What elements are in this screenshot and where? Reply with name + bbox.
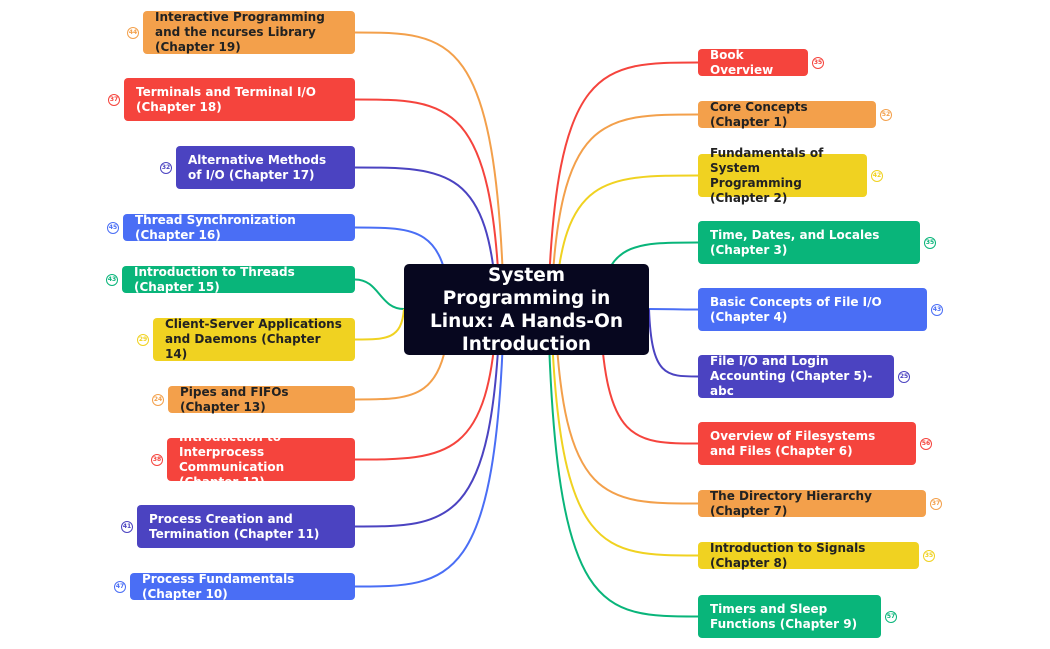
count-badge[interactable]: 24 bbox=[152, 393, 164, 406]
right-topic-node[interactable]: File I/O and Login Accounting (Chapter 5… bbox=[698, 354, 894, 398]
right-topic-node[interactable]: Basic Concepts of File I/O (Chapter 4) bbox=[698, 288, 927, 331]
count-badge[interactable]: 41 bbox=[121, 520, 133, 533]
connector-line bbox=[648, 308, 699, 378]
topic-label: Terminals and Terminal I/O (Chapter 18) bbox=[136, 84, 316, 114]
central-topic[interactable]: System Programming in Linux: A Hands-On … bbox=[404, 264, 649, 355]
count-badge[interactable]: 57 bbox=[885, 610, 897, 623]
topic-label: File I/O and Login Accounting (Chapter 5… bbox=[710, 354, 873, 398]
count-badge[interactable]: 43 bbox=[106, 273, 118, 286]
topic-label: Overview of Filesystems and Files (Chapt… bbox=[710, 428, 876, 458]
right-topic-node[interactable]: Time, Dates, and Locales (Chapter 3) bbox=[698, 221, 920, 264]
topic-label: Process Creation and Termination (Chapte… bbox=[149, 511, 320, 541]
left-topic-node[interactable]: Process Fundamentals (Chapter 10) bbox=[130, 571, 355, 601]
topic-label: Interactive Programming and the ncurses … bbox=[155, 10, 325, 54]
count-badge[interactable]: 25 bbox=[898, 370, 910, 383]
count-badge[interactable]: 29 bbox=[137, 333, 149, 346]
right-topic-node[interactable]: Fundamentals of System Programming (Chap… bbox=[698, 146, 867, 205]
left-topic-node[interactable]: Interactive Programming and the ncurses … bbox=[143, 10, 355, 54]
topic-label: Thread Synchronization (Chapter 16) bbox=[135, 212, 296, 242]
count-badge[interactable]: 52 bbox=[880, 108, 892, 121]
count-badge[interactable]: 35 bbox=[924, 236, 936, 249]
count-badge[interactable]: 35 bbox=[812, 56, 824, 69]
topic-label: Pipes and FIFOs (Chapter 13) bbox=[180, 384, 289, 414]
left-topic-node[interactable]: Introduction to Interprocess Communicati… bbox=[167, 430, 355, 489]
right-topic-node[interactable]: Book Overview bbox=[698, 47, 808, 77]
connector-line bbox=[354, 278, 405, 310]
left-topic-node[interactable]: Process Creation and Termination (Chapte… bbox=[137, 505, 355, 548]
topic-label: Timers and Sleep Functions (Chapter 9) bbox=[710, 601, 858, 631]
count-badge[interactable]: 42 bbox=[871, 169, 883, 182]
topic-label: Fundamentals of System Programming (Chap… bbox=[710, 145, 824, 205]
topic-label: Introduction to Threads (Chapter 15) bbox=[134, 264, 295, 294]
count-badge[interactable]: 38 bbox=[151, 453, 163, 466]
topic-label: Basic Concepts of File I/O (Chapter 4) bbox=[710, 294, 882, 324]
count-badge[interactable]: 43 bbox=[931, 303, 943, 316]
topic-label: Alternative Methods of I/O (Chapter 17) bbox=[188, 152, 327, 182]
count-badge[interactable]: 35 bbox=[923, 549, 935, 562]
right-topic-node[interactable]: Overview of Filesystems and Files (Chapt… bbox=[698, 422, 916, 465]
left-topic-node[interactable]: Pipes and FIFOs (Chapter 13) bbox=[168, 384, 355, 414]
right-topic-node[interactable]: Introduction to Signals (Chapter 8) bbox=[698, 540, 919, 570]
left-topic-node[interactable]: Client-Server Applications and Daemons (… bbox=[153, 317, 355, 361]
right-topic-node[interactable]: Core Concepts (Chapter 1) bbox=[698, 99, 876, 129]
count-badge[interactable]: 45 bbox=[107, 221, 119, 234]
left-topic-node[interactable]: Alternative Methods of I/O (Chapter 17) bbox=[176, 146, 355, 189]
count-badge[interactable]: 47 bbox=[114, 580, 126, 593]
topic-label: Core Concepts (Chapter 1) bbox=[710, 99, 808, 129]
count-badge[interactable]: 37 bbox=[930, 497, 942, 510]
topic-label: Book Overview bbox=[710, 47, 774, 77]
topic-label: Time, Dates, and Locales (Chapter 3) bbox=[710, 227, 880, 257]
topic-label: Process Fundamentals (Chapter 10) bbox=[142, 571, 295, 601]
right-topic-node[interactable]: Timers and Sleep Functions (Chapter 9) bbox=[698, 595, 881, 638]
connector-line bbox=[354, 308, 405, 341]
count-badge[interactable]: 44 bbox=[127, 26, 139, 39]
count-badge[interactable]: 56 bbox=[920, 437, 932, 450]
right-topic-node[interactable]: The Directory Hierarchy (Chapter 7) bbox=[698, 488, 926, 518]
topic-label: Introduction to Signals (Chapter 8) bbox=[710, 540, 866, 570]
connector-line bbox=[648, 308, 699, 311]
count-badge[interactable]: 32 bbox=[160, 161, 172, 174]
topic-label: The Directory Hierarchy (Chapter 7) bbox=[710, 488, 872, 518]
topic-label: Client-Server Applications and Daemons (… bbox=[165, 317, 342, 361]
left-topic-node[interactable]: Terminals and Terminal I/O (Chapter 18) bbox=[124, 78, 355, 121]
left-topic-node[interactable]: Thread Synchronization (Chapter 16) bbox=[123, 212, 355, 242]
left-topic-node[interactable]: Introduction to Threads (Chapter 15) bbox=[122, 264, 355, 294]
topic-label: Introduction to Interprocess Communicati… bbox=[179, 429, 285, 489]
central-topic-label: System Programming in Linux: A Hands-On … bbox=[430, 264, 623, 355]
count-badge[interactable]: 37 bbox=[108, 93, 120, 106]
